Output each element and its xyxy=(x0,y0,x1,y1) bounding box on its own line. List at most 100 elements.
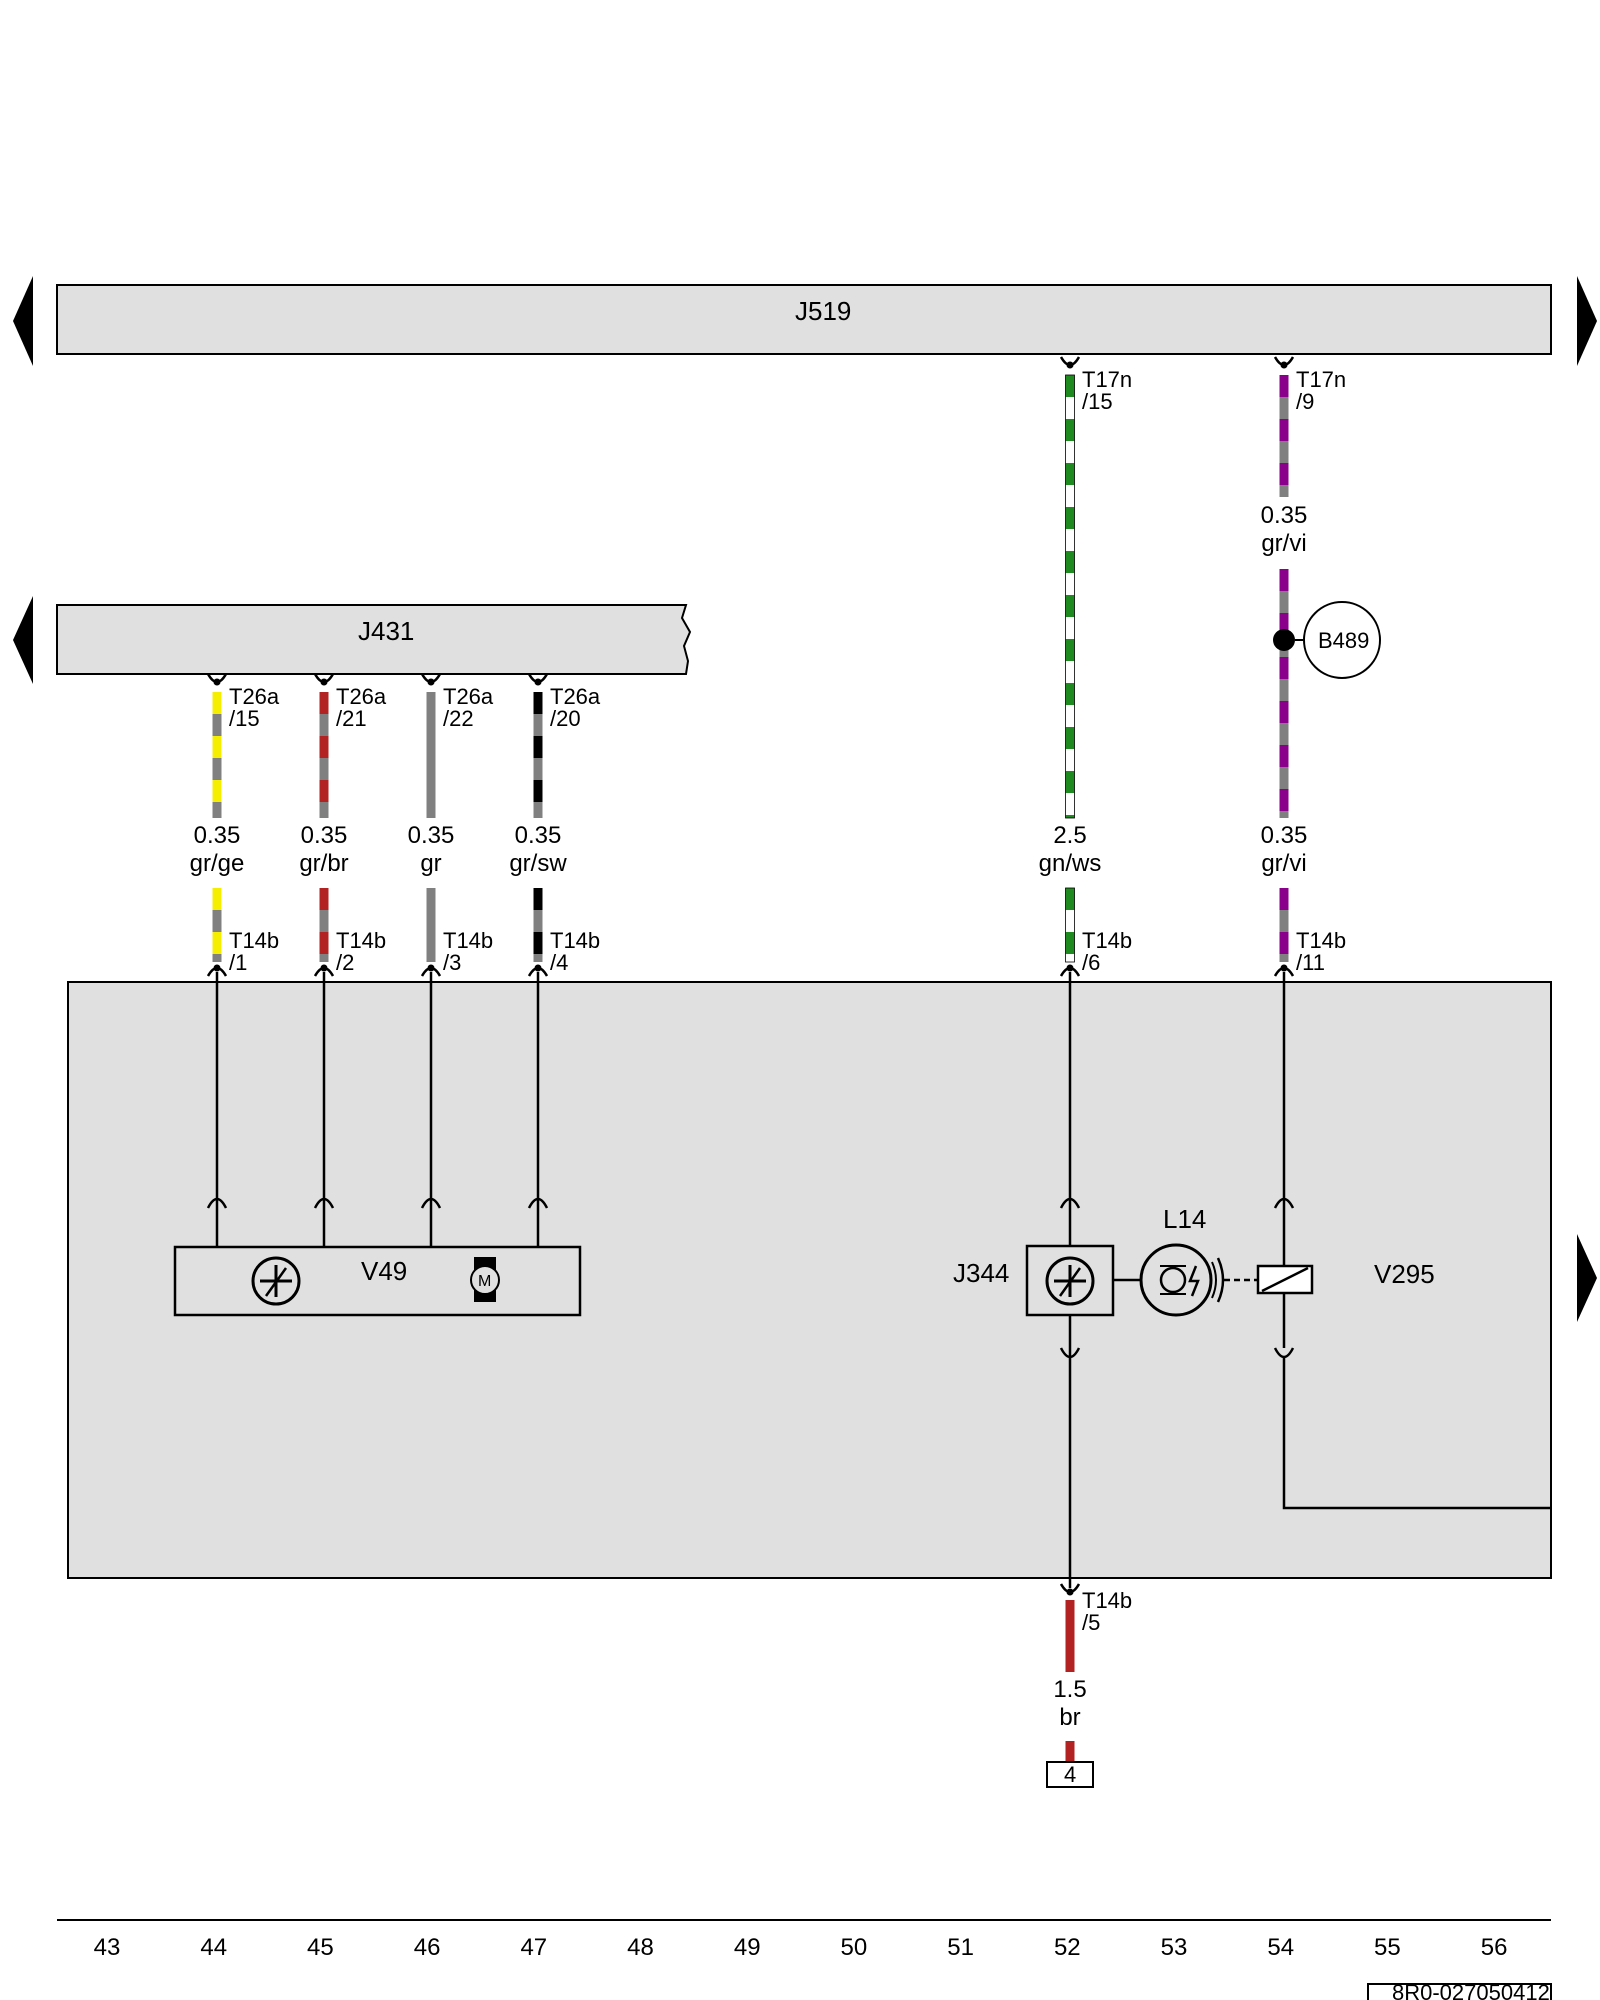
j344-label: J344 xyxy=(953,1258,1009,1288)
footer-code-box xyxy=(1367,1983,1552,2000)
wire-top-connector xyxy=(206,673,228,686)
wire-top-connector xyxy=(527,673,549,686)
axis-number: 48 xyxy=(627,1934,654,1961)
wire-gauge-upper: 0.35 xyxy=(1261,502,1308,529)
axis-number: 47 xyxy=(520,1934,547,1961)
wire-lower-segment xyxy=(1065,887,1075,963)
footer-code: 8R0-027050412 xyxy=(1392,1980,1550,2000)
v49-motor-icon: M xyxy=(470,1257,500,1302)
axis-number: 54 xyxy=(1267,1934,1294,1961)
l14-lamp-icon xyxy=(1139,1243,1225,1317)
wire-top-connector xyxy=(313,673,335,686)
axis-number: 52 xyxy=(1054,1934,1081,1961)
wire-top-connector-label: T26a xyxy=(336,684,387,709)
page-left-arrow-mid[interactable] xyxy=(13,596,33,684)
axis-number: 51 xyxy=(947,1934,974,1961)
wire-bottom-connector xyxy=(1273,964,1295,977)
wire-bottom-pin-label: /3 xyxy=(443,950,461,975)
wire-top-pin-label: /20 xyxy=(550,706,581,731)
wire-top-pin-label: /22 xyxy=(443,706,474,731)
wire-bottom-pin-label: /1 xyxy=(229,950,247,975)
wire-gauge-label: 0.35 xyxy=(1261,822,1308,849)
ground-terminal-box xyxy=(1046,1761,1094,1788)
wire-top-connector xyxy=(420,673,442,686)
l14-label: L14 xyxy=(1163,1204,1206,1234)
j431-module-bar xyxy=(56,604,692,675)
wire-top-connector-label: T26a xyxy=(229,684,280,709)
ground-connector-label: T14b xyxy=(1082,1588,1132,1613)
axis-number: 43 xyxy=(94,1934,121,1961)
v49-label: V49 xyxy=(361,1256,407,1286)
wire-bottom-pin-label: /6 xyxy=(1082,950,1100,975)
v49-stepper-icon xyxy=(251,1256,301,1306)
wire-color-code-label: gn/ws xyxy=(1039,850,1102,877)
axis-number: 53 xyxy=(1161,1934,1188,1961)
wire-bottom-connector xyxy=(527,964,549,977)
wire-top-connector-label: T26a xyxy=(443,684,494,709)
v49-component xyxy=(173,1245,582,1317)
wire-upper-segment xyxy=(1065,374,1075,819)
ground-wire-lower xyxy=(1065,1741,1075,1762)
wire-bottom-connector xyxy=(313,964,335,977)
svg-text:M: M xyxy=(478,1273,491,1290)
j519-module-bar xyxy=(56,284,1552,355)
wire-top-pin-label: /15 xyxy=(1082,389,1113,414)
wire-bottom-connector-label: T14b xyxy=(443,928,493,953)
wire-lower-segment xyxy=(533,888,543,962)
wire-upper-segment xyxy=(533,692,543,818)
wire-bottom-connector xyxy=(206,964,228,977)
wire-color-code-label: gr/vi xyxy=(1261,850,1306,877)
wire-color-code-label: gr xyxy=(420,850,441,877)
j519-label: J519 xyxy=(795,296,851,326)
labels-layer: T26a/150.35gr/geT14b/1T26a/210.35gr/brT1… xyxy=(190,367,1347,1731)
page-right-arrow-top[interactable] xyxy=(1577,276,1597,366)
wire-lower-segment xyxy=(1279,888,1289,962)
wire-color-code-label: gr/ge xyxy=(190,850,245,877)
wire-gauge-label: 0.35 xyxy=(408,822,455,849)
b489-splice-circle xyxy=(1303,601,1381,679)
wire-top-connector xyxy=(1273,356,1295,369)
wire-bottom-connector xyxy=(420,964,442,977)
wire-top-pin-label: /21 xyxy=(336,706,367,731)
wire-top-connector-label: T17n xyxy=(1296,367,1346,392)
wire-bottom-connector-label: T14b xyxy=(229,928,279,953)
axis-number: 49 xyxy=(734,1934,761,1961)
wire-gauge-label: 2.5 xyxy=(1053,822,1086,849)
wire-bottom-pin-label: /4 xyxy=(550,950,568,975)
wire-upper-segment xyxy=(212,692,222,818)
wire-bottom-connector-label: T14b xyxy=(1082,928,1132,953)
ground-gauge-label: 1.5 xyxy=(1053,1676,1086,1703)
wire-top-pin-label: /9 xyxy=(1296,389,1314,414)
wire-gauge-label: 0.35 xyxy=(515,822,562,849)
j431-label: J431 xyxy=(358,616,414,646)
wire-bottom-connector-label: T14b xyxy=(1296,928,1346,953)
axis-number: 46 xyxy=(414,1934,441,1961)
wire-bottom-connector-label: T14b xyxy=(336,928,386,953)
v295-return-line xyxy=(1282,1357,1551,1510)
wire-top-connector xyxy=(1059,356,1081,369)
wire-bottom-connector xyxy=(1059,964,1081,977)
wire-color-code-label: gr/br xyxy=(299,850,348,877)
v295-label: V295 xyxy=(1374,1259,1435,1289)
wire-top-pin-label: /15 xyxy=(229,706,260,731)
inner-lines xyxy=(206,972,1551,1588)
ground-wire-upper xyxy=(1065,1600,1075,1672)
axis-number: 45 xyxy=(307,1934,334,1961)
v295-relay-icon xyxy=(1256,1264,1314,1295)
wire-color-code-upper: gr/vi xyxy=(1261,530,1306,557)
page-left-arrow-top[interactable] xyxy=(13,276,33,366)
wire-bottom-pin-label: /11 xyxy=(1296,950,1325,975)
wire-upper-segment xyxy=(426,692,436,818)
wire-upper-segment xyxy=(1279,375,1289,497)
wire-lower-segment xyxy=(212,888,222,962)
wire-lower-segment xyxy=(426,888,436,962)
wire-bottom-connector-label: T14b xyxy=(550,928,600,953)
axis-number: 55 xyxy=(1374,1934,1401,1961)
b489-label: B489 xyxy=(1318,628,1369,653)
wire-gauge-label: 0.35 xyxy=(301,822,348,849)
b489-splice-point xyxy=(1273,629,1295,651)
axis-number: 44 xyxy=(200,1934,227,1961)
page-right-arrow-bottom[interactable] xyxy=(1577,1234,1597,1322)
